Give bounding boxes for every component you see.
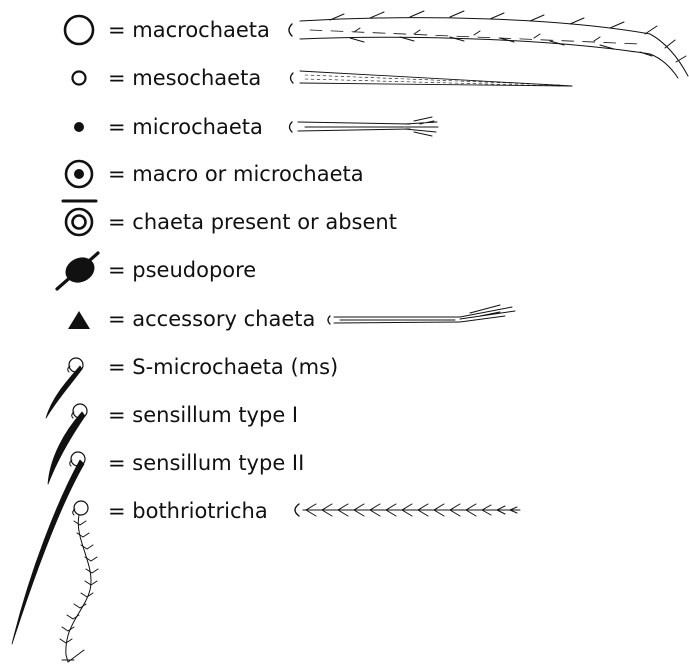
sensillum-1-symbol	[47, 403, 88, 485]
s-microchaeta-symbol	[45, 357, 84, 419]
legend-label-pseudopore: = pseudopore	[108, 258, 257, 282]
bothriotricha-feathered-drawing	[294, 503, 521, 517]
legend-label-macro-or-micro: = macro or microchaeta	[108, 162, 364, 186]
legend-label-present-or-absent: = chaeta present or absent	[108, 210, 397, 234]
pseudopore-symbol	[55, 251, 100, 291]
legend-label-sensillum-1: = sensillum type I	[108, 403, 299, 427]
bothriotricha-symbol	[59, 500, 99, 663]
sensillum-2-symbol	[11, 451, 86, 645]
legend-label-bothriotricha: = bothriotricha	[108, 499, 268, 523]
legend-label-accessory: = accessory chaeta	[108, 307, 316, 331]
microchaeta-symbol	[74, 122, 84, 132]
mesochaeta-seta-drawing	[289, 70, 573, 87]
legend-label-sensillum-2: = sensillum type II	[108, 451, 305, 475]
macrochaeta-symbol	[63, 14, 95, 46]
legend-label-mesochaeta: = mesochaeta	[108, 66, 262, 90]
accessory-chaeta-drawing	[327, 304, 516, 325]
macro-or-micro-symbol	[64, 159, 94, 189]
present-or-absent-symbol	[61, 199, 98, 237]
legend-label-s-microchaeta: = S-microchaeta (ms)	[108, 355, 339, 379]
macrochaeta-seta-drawing	[288, 10, 689, 79]
accessory-symbol	[68, 311, 90, 329]
mesochaeta-symbol	[71, 70, 87, 86]
legend-label-microchaeta: = microchaeta	[108, 115, 263, 139]
microchaeta-seta-drawing	[288, 116, 439, 137]
legend-label-macrochaeta: = macrochaeta	[108, 18, 270, 42]
